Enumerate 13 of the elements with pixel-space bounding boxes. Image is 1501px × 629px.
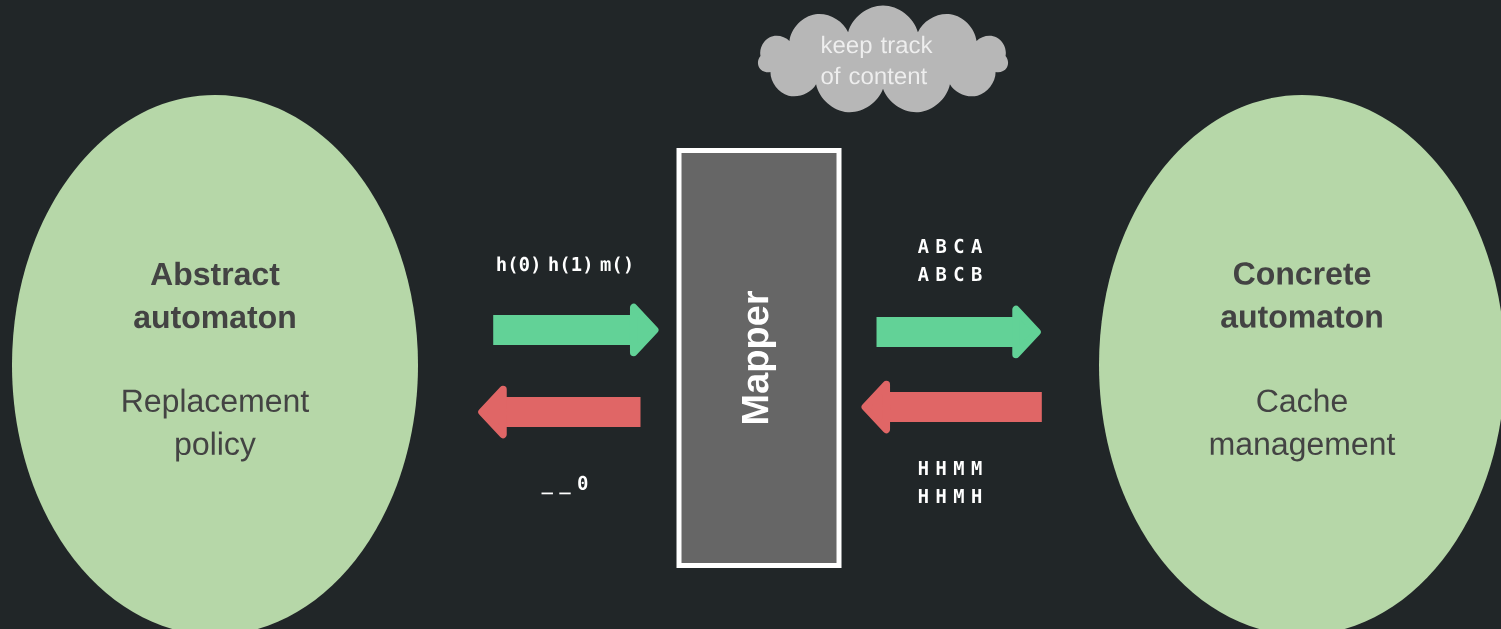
edge-label: h(0) h(1) m() <box>497 256 631 274</box>
edge-label: _ _ 0 <box>541 475 588 495</box>
edge-label: H H M M H H M H <box>918 461 982 503</box>
body-text: Replacement policy <box>123 388 309 462</box>
block-arrow <box>861 380 1042 434</box>
block-arrow <box>876 305 1041 359</box>
heading: Concrete automaton <box>1221 262 1382 328</box>
edge-label: A B C A A B C B <box>917 238 983 282</box>
block-arrow <box>478 385 641 439</box>
mapper-box: Mapper <box>676 148 842 568</box>
body-text: Cache management <box>1210 388 1396 462</box>
heading: Abstract automaton <box>134 261 295 329</box>
block-arrow <box>493 303 659 357</box>
